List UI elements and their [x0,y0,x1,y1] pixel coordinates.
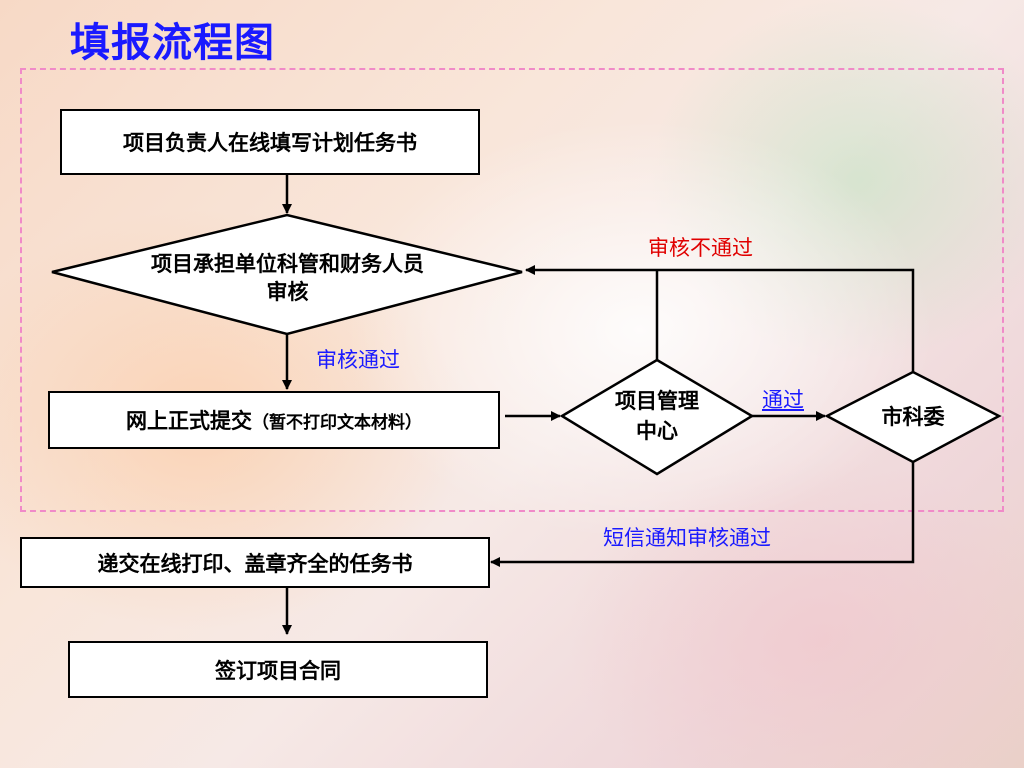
arrow-committee-to-deliver [490,462,915,567]
fill-task-label: 项目负责人在线填写计划任务书 [123,131,417,155]
unit-review-diamond [51,213,523,336]
submit-online-node: 网上正式提交（暂不打印文本材料） [48,391,500,449]
online-process-frame [20,68,1004,512]
submit-online-note: （暂不打印文本材料） [252,412,422,433]
review-fail-label: 审核不通过 [648,236,753,260]
review-pass-label: 审核通过 [316,348,400,372]
city-committee-label: 市科委 [881,405,945,429]
unit-review-label: 项目承担单位科管和财务人员审核 [151,252,424,304]
sign-contract-label: 签订项目合同 [215,658,341,683]
fill-task-node: 项目负责人在线填写计划任务书 [60,109,480,175]
deliver-printed-node: 递交在线打印、盖章齐全的任务书 [20,537,490,588]
sign-contract-node: 签订项目合同 [68,641,488,698]
passed-label: 通过 [762,388,804,412]
city-committee-diamond [824,370,1002,464]
deliver-printed-label: 递交在线打印、盖章齐全的任务书 [97,551,413,576]
submit-online-label: 网上正式提交 [126,409,252,433]
sms-notice-label: 短信通知审核通过 [603,526,771,550]
mgmt-center-label: 项目管理中心 [615,389,699,443]
page-title: 填报流程图 [70,20,275,66]
arrow-reject-loop [525,265,915,372]
